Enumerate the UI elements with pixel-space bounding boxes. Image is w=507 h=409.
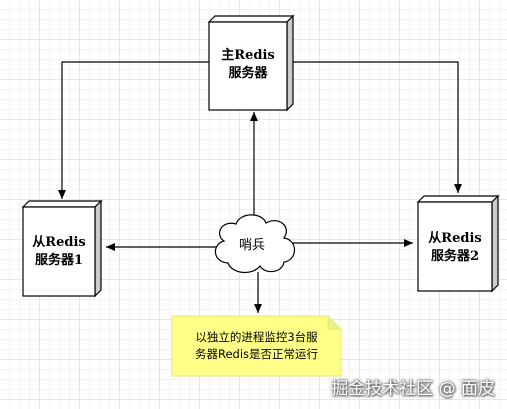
slave2-label-line1: 从Redis	[428, 231, 482, 246]
edge-master-to-slave1	[58, 61, 209, 199]
master-label-line2: 服务器	[228, 66, 268, 81]
slave1-server-label: 从Redis 服务器1	[23, 234, 95, 270]
master-server-node	[207, 14, 295, 112]
note-label-line1: 以独立的进程监控3台服	[195, 330, 318, 344]
slave2-server-node	[416, 194, 500, 293]
sentinel-label: 哨兵	[238, 238, 265, 253]
sentinel-cloud-node	[214, 214, 296, 273]
note-shape	[171, 315, 342, 377]
edge-master-to-slave2	[293, 61, 462, 193]
master-label-line1: 主Redis	[221, 48, 275, 63]
slave1-label-line2: 服务器1	[34, 253, 84, 268]
note-label-line2: 务器Redis是否正常运行	[194, 347, 319, 361]
watermark: 掘金技术社区 @ 面皮	[331, 379, 495, 399]
slave1-label-line1: 从Redis	[32, 235, 86, 250]
slave2-label-line2: 服务器2	[430, 249, 480, 264]
slave2-server-label: 从Redis 服务器2	[418, 230, 492, 266]
note-label: 以独立的进程监控3台服 务器Redis是否正常运行	[172, 329, 341, 363]
slave1-server-node	[21, 199, 103, 298]
master-server-label: 主Redis 服务器	[209, 47, 287, 83]
